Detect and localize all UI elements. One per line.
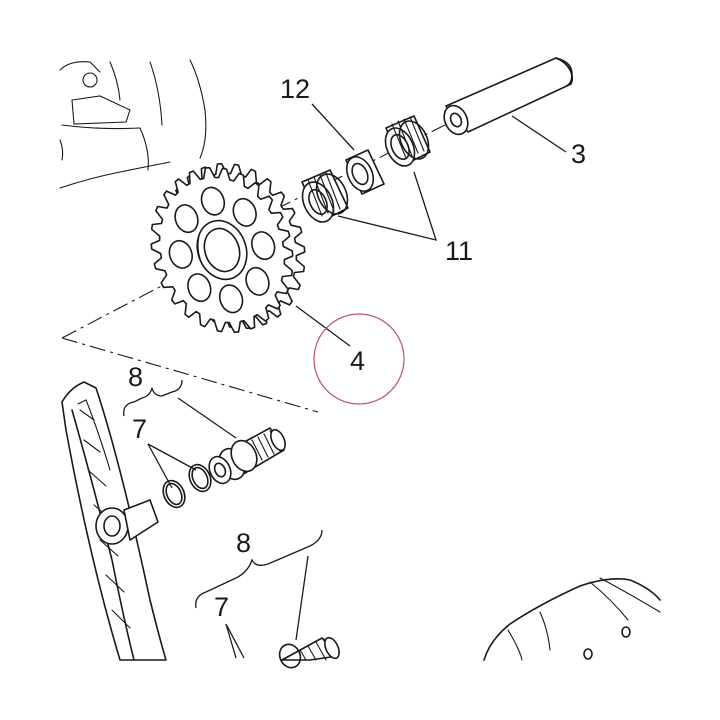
sprocket-lightening-hole <box>187 273 212 303</box>
leader-lines <box>147 103 567 659</box>
sprocket-lightening-hole <box>232 197 257 227</box>
housing-fragment-bottom-right <box>483 577 661 661</box>
sprocket-lightening-hole <box>218 284 244 314</box>
callout-7-upper: 7 <box>132 414 147 444</box>
highlight-circle <box>313 313 405 405</box>
sprocket <box>150 162 306 334</box>
o-ring-upper-a <box>188 463 212 493</box>
spacer-ring <box>345 149 385 195</box>
chain-tensioner-blade <box>61 381 167 661</box>
callout-12: 12 <box>280 74 310 104</box>
callout-4: 4 <box>350 346 365 376</box>
housing-fragment-top-left <box>59 59 207 189</box>
sprocket-lightening-hole <box>245 266 270 296</box>
assembly-axes <box>61 119 456 413</box>
callout-8-upper: 8 <box>128 362 143 392</box>
brace-upper <box>123 379 183 417</box>
pivot-bolt-upper <box>208 427 286 485</box>
sprocket-lightening-hole <box>200 186 226 216</box>
brace-lower <box>195 529 323 609</box>
needle-bearing-lower <box>301 169 349 223</box>
sprocket-lightening-hole <box>174 204 199 234</box>
pivot-bolt-lower <box>278 636 340 669</box>
callout-3: 3 <box>571 139 586 169</box>
o-ring-upper-b <box>162 479 186 509</box>
callout-7-lower: 7 <box>214 592 229 622</box>
callout-8-lower: 8 <box>236 528 251 558</box>
sprocket-lightening-hole <box>168 239 193 269</box>
callout-11: 11 <box>445 236 473 266</box>
sprocket-lightening-hole <box>251 231 276 261</box>
needle-bearing-upper <box>384 115 431 167</box>
shaft <box>443 57 574 136</box>
